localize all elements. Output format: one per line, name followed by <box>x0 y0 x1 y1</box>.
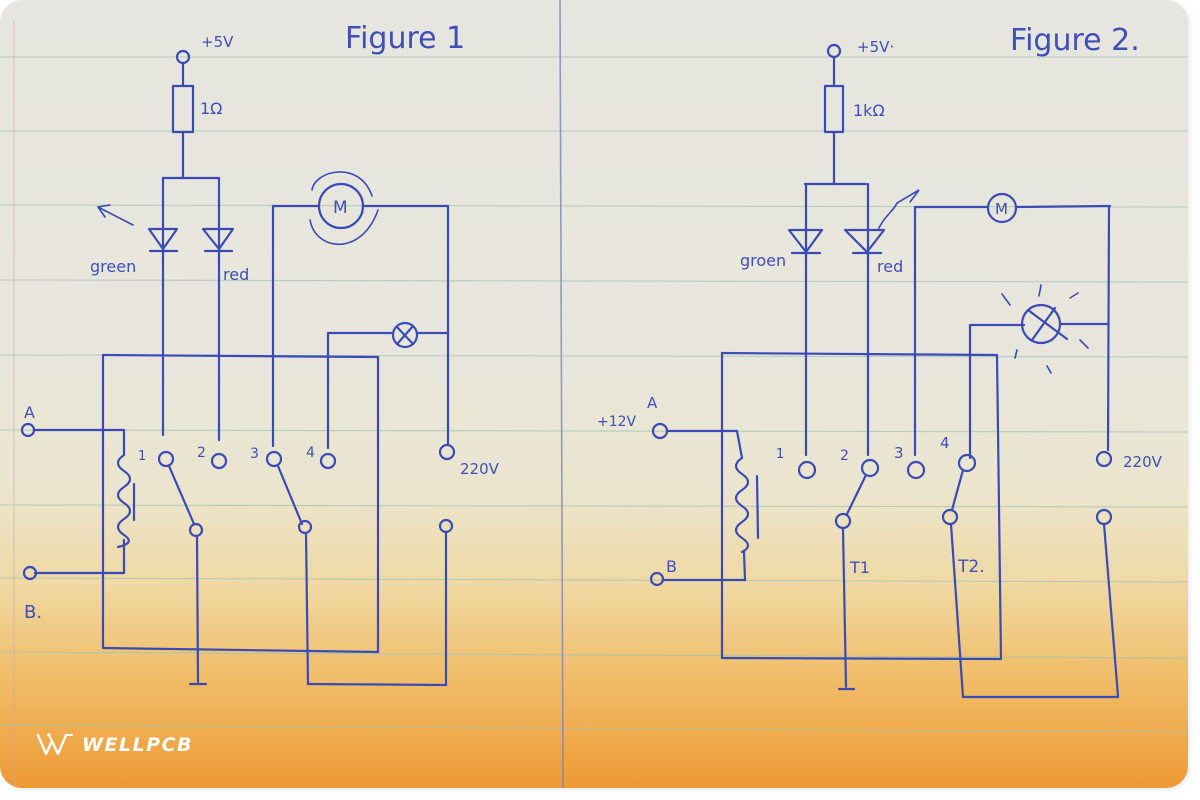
motor-label: M <box>333 198 348 218</box>
resistor-icon <box>823 84 845 134</box>
contact-2-icon <box>860 458 880 478</box>
terminal-b-icon[interactable] <box>22 565 38 581</box>
lamp-glow-icon <box>1001 284 1089 374</box>
mains-label: 220V <box>460 460 500 478</box>
terminal-a-label: A <box>647 394 658 412</box>
led-green-label: groen <box>740 251 786 270</box>
contact-1-icon <box>157 450 175 468</box>
mains-label: 220V <box>1123 453 1163 471</box>
contact-1-label: 1 <box>776 447 784 462</box>
light-emission-arrow-icon <box>97 204 134 226</box>
switch-arm-t1 <box>845 473 868 516</box>
contact-4-label: 4 <box>940 434 950 452</box>
figure-2-title: Figure 2. <box>1010 23 1140 58</box>
led-red-label: red <box>877 257 903 276</box>
schematic-canvas: Figure 1 +5V 1Ω green red M <box>0 0 1188 788</box>
wellpcb-logo-icon <box>36 733 73 756</box>
contact-3-icon <box>906 460 926 480</box>
resistor-icon <box>171 84 195 134</box>
figure-2: Figure 2. +5V· 1kΩ groen red M <box>597 23 1163 699</box>
supply-terminal-icon <box>826 43 842 59</box>
supply-label: +5V <box>201 33 234 51</box>
switch-arm-2 <box>276 464 304 526</box>
led-green-label: green <box>90 257 136 276</box>
notebook-photo: Figure 1 +5V 1Ω green red M <box>0 0 1188 788</box>
mains-terminal-icon <box>1095 450 1113 468</box>
switch-t2-label: T2. <box>957 557 985 577</box>
lamp-icon <box>391 321 419 349</box>
rotation-arrow-icon <box>311 171 373 197</box>
page-divider <box>559 0 564 788</box>
led-green-icon <box>787 228 824 254</box>
relay-coil-icon <box>116 453 132 549</box>
resistor-label: 1Ω <box>200 99 222 118</box>
coil-supply-label: +12V <box>597 414 637 430</box>
relay-coil-icon <box>734 456 750 554</box>
contact-2-label: 2 <box>840 448 849 464</box>
ruled-lines <box>0 56 1188 733</box>
figure-1-title: Figure 1 <box>345 21 465 56</box>
contact-2-icon <box>210 452 228 470</box>
supply-label: +5V· <box>857 38 894 56</box>
switch-arm-1 <box>167 464 196 526</box>
terminal-a-label: A <box>24 403 35 422</box>
contact-3-icon <box>265 450 283 468</box>
contact-2-label: 2 <box>197 445 206 461</box>
contact-1-label: 1 <box>138 449 146 464</box>
contact-4-icon <box>319 452 337 470</box>
switch-t1-label: T1 <box>849 558 870 577</box>
switch-arm-t2 <box>950 468 965 512</box>
contact-4-label: 4 <box>306 445 315 461</box>
terminal-b-label: B. <box>24 602 42 623</box>
motor-label: M <box>995 200 1008 218</box>
contact-3-label: 3 <box>894 444 904 462</box>
led-red-label: red <box>223 265 249 284</box>
contact-4-icon <box>957 453 977 473</box>
contact-1-icon <box>797 460 817 480</box>
resistor-label: 1kΩ <box>853 101 885 120</box>
figure-1: Figure 1 +5V 1Ω green red M <box>20 21 500 687</box>
led-red-icon <box>201 227 235 251</box>
led-red-icon <box>843 228 886 254</box>
light-emission-arrow-icon <box>878 189 920 229</box>
mains-terminal-icon <box>438 443 456 461</box>
wellpcb-logo-text: WELLPCB <box>82 734 194 756</box>
wellpcb-logo: WELLPCB <box>36 732 193 758</box>
led-green-icon <box>147 227 179 251</box>
terminal-b-icon[interactable] <box>649 571 665 587</box>
contact-3-label: 3 <box>250 446 259 462</box>
terminal-b-label: B <box>666 557 677 576</box>
